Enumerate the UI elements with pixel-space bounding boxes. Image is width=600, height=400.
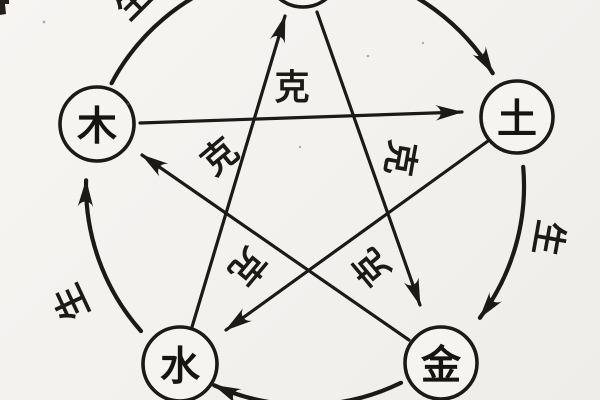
scan-speck <box>298 145 302 149</box>
generate-label-wood-fire: 生 <box>106 0 160 28</box>
overcome-label-wood-earth: 克 <box>377 137 423 179</box>
node-metal-label: 金 <box>420 342 462 389</box>
arc-metal-generates-water <box>212 380 404 400</box>
node-wood-label: 木 <box>77 103 117 150</box>
generate-label-water-wood: 生 <box>46 277 98 326</box>
arrow-earth-overcomes-water <box>224 139 490 332</box>
overcome-label-earth-water: 克 <box>220 239 274 292</box>
generate-label-earth-metal: 生 <box>525 217 571 259</box>
node-water-circle <box>141 325 219 400</box>
node-metal-circle <box>403 325 479 400</box>
scan-corner-mark <box>0 0 9 15</box>
node-fire-circle <box>278 0 328 9</box>
node-earth-circle <box>479 79 555 155</box>
node-earth-label: 土 <box>497 96 537 143</box>
arrow-water-overcomes-fire <box>190 14 287 329</box>
scan-speck <box>126 102 130 106</box>
arc-wood-generates-fire <box>109 0 194 86</box>
arrow-metal-overcomes-wood <box>140 153 411 342</box>
node-wood-circle <box>58 85 136 163</box>
scan-speck <box>42 20 46 24</box>
arc-earth-generates-metal <box>477 164 527 320</box>
arc-fire-generates-earth <box>416 0 495 76</box>
arrow-fire-overcomes-metal <box>315 10 422 307</box>
arc-water-generates-wood <box>77 178 144 334</box>
scan-speck <box>366 54 370 58</box>
overcome-label-water-fire: 克 <box>274 68 309 109</box>
scan-speck <box>421 41 425 45</box>
overcome-label-fire-metal: 克 <box>345 240 399 293</box>
node-water-label: 水 <box>160 343 201 390</box>
arrow-wood-overcomes-earth <box>138 105 464 125</box>
